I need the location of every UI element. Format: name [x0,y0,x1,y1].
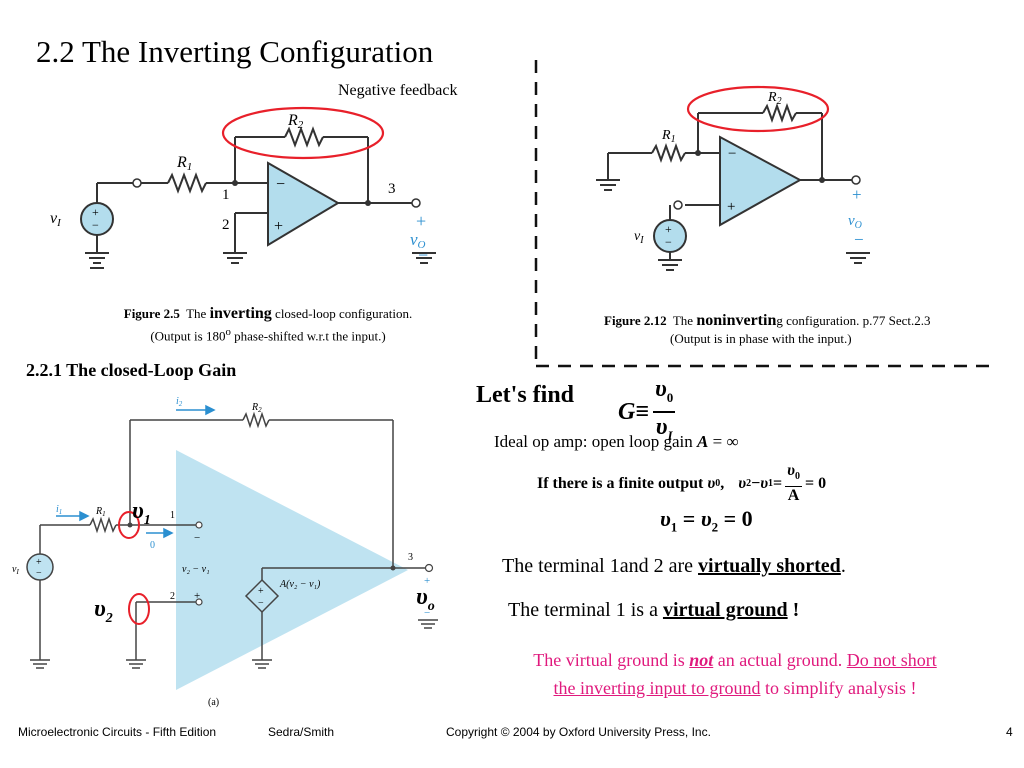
footer-authors: Sedra/Smith [268,725,335,739]
minus-input-sign: − [276,176,285,193]
lets-find-heading: Let's find [476,382,575,408]
virtual-ground-note: The virtual ground is not an actual grou… [533,650,937,698]
model-node-3: 3 [408,552,413,563]
big-opamp-triangle [176,450,408,690]
footer-copyright: Copyright © 2004 by Oxford University Pr… [446,725,711,739]
footer-page-number: 4 [1006,725,1013,739]
model-vi-label: vI [12,564,19,576]
ground-symbols [85,252,436,269]
fig212-vi-label: vI [634,229,644,246]
model-caption: (a) [208,697,219,708]
virtual-ground-line: The terminal 1 is a virtual ground ! [508,599,800,621]
fig25-node-1: 1 [222,187,230,203]
voltage-source [80,202,114,236]
fig25-vi-label: vI [50,210,62,229]
figure-2-12-circuit: − + + − R2 R1 vI + vO − [596,85,870,271]
model-out-plus: + [424,575,430,587]
model-out-minus: − [424,607,430,619]
model-i2-label: i2 [176,396,183,408]
feedback-highlight-circle [221,106,385,160]
annotation-v1: υ1 [132,498,151,528]
figure-2-5-caption: Figure 2.5 The inverting closed-loop con… [123,305,413,344]
fig25-node-2: 2 [222,217,230,233]
plus-input-sign: + [274,218,283,235]
virtually-shorted-line: The terminal 1and 2 are virtually shorte… [502,555,846,577]
model-plus-sign: + [194,590,200,602]
model-r2-label: R2 [251,402,262,414]
dep-minus: − [258,598,264,609]
section-subheading: 2.2.1 The closed-Loop Gain [26,360,237,380]
source-plus: + [92,205,99,219]
v1-equals-v2: υ1 = υ2 = 0 [660,506,753,535]
fig212-vo-label: vO [848,213,862,231]
fig212-plus: + [727,199,735,215]
negative-feedback-label: Negative feedback [338,82,458,99]
source-minus: − [92,218,99,232]
fig25-r2-label: R2 [287,112,304,131]
figure-2-12-caption: Figure 2.12 The noninverting configurati… [604,312,931,346]
model-src-plus: + [36,557,42,568]
gain-expression: G ≡ υ0 υI [618,376,676,443]
annotation-v2: υ2 [94,596,113,626]
model-diff-label: v₂ − v₁ [182,564,210,575]
equivalent-circuit-model: + − + − i2 i1 0 R2 R1 1 − 2 + v₂ − v₁ A(… [12,396,438,708]
model-node-2: 2 [170,591,175,602]
fig25-vo-label: vO [410,230,426,251]
model-zero-current: 0 [150,540,155,551]
fig212-r1-label: R1 [661,128,676,145]
fig212-vo-minus: − [854,230,864,249]
figure-2-5-circuit: − + + − R2 R1 1 2 3 vI + vO − [50,106,436,269]
fig212-src-plus: + [665,222,672,236]
fig212-vo-plus: + [852,185,862,204]
fig212-src-minus: − [665,235,672,249]
fig25-node-3: 3 [388,181,396,197]
dashed-frame [534,60,995,368]
fig25-vo-minus: − [418,245,428,265]
dep-plus: + [258,586,264,597]
annotation-vo: υo [416,584,435,614]
ideal-opamp-line: Ideal op amp: open loop gain A = ∞ [494,432,739,451]
model-dep-label: A(v₂ − v₁) [279,579,321,590]
model-src-minus: − [36,568,42,579]
fig212-r2-label: R2 [767,90,782,107]
dependent-source [244,578,280,614]
model-r1-label: R1 [95,506,106,518]
model-node-1: 1 [170,510,175,521]
model-minus-sign: − [194,532,200,544]
fig212-minus: − [728,146,736,162]
opamp-triangle [267,161,340,247]
fig25-r1-label: R1 [176,154,192,173]
fig25-vo-plus: + [416,211,426,231]
slide-title: 2.2 The Inverting Configuration [36,34,434,69]
model-i1-label: i1 [56,504,62,516]
footer-book: Microelectronic Circuits - Fifth Edition [18,725,217,739]
